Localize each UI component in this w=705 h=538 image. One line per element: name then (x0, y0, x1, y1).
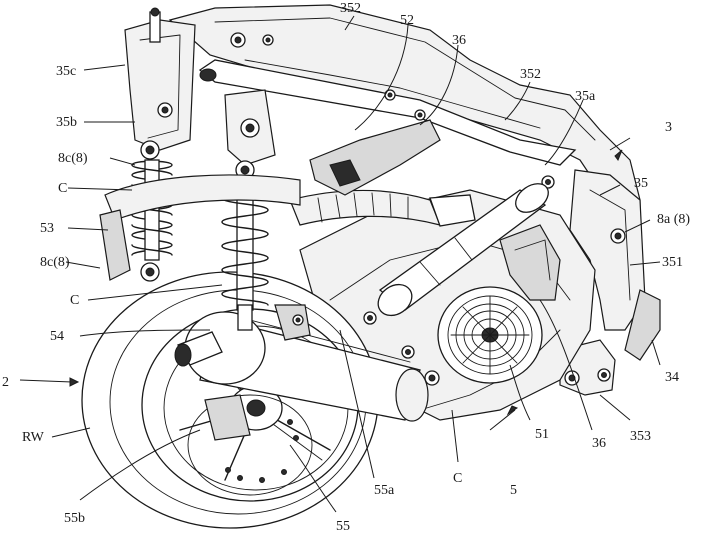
label-54: 54 (50, 329, 64, 344)
fan-cover-51 (437, 286, 543, 384)
label-351: 351 (662, 255, 683, 270)
bracket-52 (309, 119, 441, 196)
label-3: 3 (665, 120, 672, 135)
intake-hose (289, 189, 476, 227)
label-C-bottom: C (453, 471, 462, 486)
label-2: 2 (2, 375, 9, 390)
label-35c: 35c (56, 64, 76, 79)
air-cleaner-tube (377, 183, 549, 317)
label-52: 52 (400, 13, 414, 28)
label-34: 34 (665, 370, 679, 385)
callout-labels: 352 52 36 35c 352 35a 3 35b 35 8c(8) 8a … (2, 1, 690, 534)
brake-disc (187, 394, 313, 496)
label-35a: 35a (575, 89, 596, 104)
label-35: 35 (634, 176, 648, 191)
frame-352 (168, 4, 641, 226)
label-55: 55 (336, 519, 350, 534)
link-36 (499, 224, 561, 301)
left-shock-absorber-8c (124, 7, 196, 282)
right-shock-absorber (221, 89, 276, 331)
label-352-top: 352 (340, 1, 361, 16)
label-352-right: 352 (520, 67, 541, 82)
label-8c-left: 8c(8) (40, 255, 70, 270)
label-8a: 8a (8) (657, 212, 690, 227)
label-36-bottom: 36 (592, 436, 606, 451)
label-35b: 35b (56, 115, 77, 130)
label-RW: RW (22, 430, 45, 445)
label-55a: 55a (374, 483, 395, 498)
label-51: 51 (535, 427, 549, 442)
label-55b: 55b (64, 511, 85, 526)
label-353: 353 (630, 429, 651, 444)
label-C-top: C (58, 181, 67, 196)
label-C-mid: C (70, 293, 79, 308)
label-5: 5 (510, 483, 517, 498)
label-8c-top: 8c(8) (58, 151, 88, 166)
bracket-351 (569, 169, 661, 361)
label-53: 53 (40, 221, 54, 236)
rear-fender-53 (99, 174, 301, 281)
leader-lines (19, 15, 661, 513)
label-36-top: 36 (452, 33, 466, 48)
